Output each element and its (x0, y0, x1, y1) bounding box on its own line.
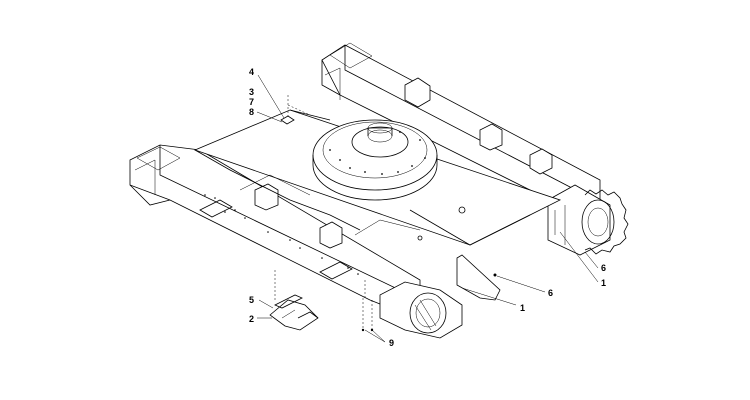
leader-lines (256, 74, 599, 343)
callout-1-upper: 1 (601, 278, 606, 288)
right-side-frame (321, 42, 629, 256)
sprocket-teeth (584, 189, 629, 255)
callout-2: 2 (249, 314, 254, 324)
callout-6-upper: 6 (601, 263, 606, 273)
callout-3: 3 (249, 87, 254, 97)
callout-7: 7 (249, 97, 254, 107)
track-guide-part (269, 294, 319, 331)
idler-housing (379, 281, 463, 339)
callout-5: 5 (249, 295, 254, 305)
callout-9: 9 (389, 338, 394, 348)
callout-6-lower: 6 (548, 288, 553, 298)
cover-plate-part (456, 254, 501, 301)
callout-1-lower: 1 (520, 303, 525, 313)
callout-labels: 4 3 7 8 5 2 9 1 6 6 1 (249, 67, 606, 348)
callout-4: 4 (249, 67, 254, 77)
swing-ring (312, 119, 438, 201)
small-plate-part (280, 95, 311, 125)
callout-8: 8 (249, 107, 254, 117)
left-side-frame (129, 144, 421, 311)
bolt-parts (361, 298, 374, 332)
